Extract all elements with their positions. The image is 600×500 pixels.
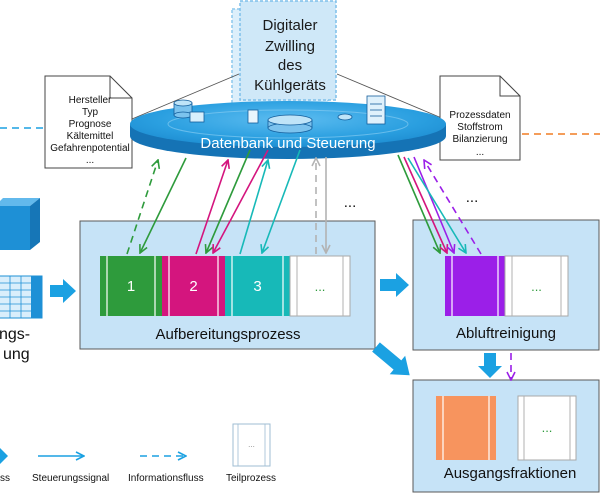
document-line: ... xyxy=(476,147,484,158)
exhaust-step-1 xyxy=(445,256,505,316)
subprocess-icon-dots: ... xyxy=(248,440,255,449)
document-line: Prozessdaten xyxy=(449,110,510,121)
document-line: Prognose xyxy=(69,119,112,130)
server-icon xyxy=(366,95,386,125)
material-cube-front xyxy=(0,206,30,250)
process-step-2 xyxy=(162,256,225,316)
information-arrow-step-2 xyxy=(195,160,228,255)
twin-connector-left xyxy=(131,73,240,120)
process-step-3 xyxy=(225,256,290,316)
subprocess-box-icon: ... xyxy=(232,423,271,467)
control-arrow-step-1b xyxy=(206,149,251,253)
control-arrow-exhaust-green xyxy=(397,154,440,253)
control-arrow-exhaust-purple xyxy=(413,156,454,253)
processing-box: 1 2 3 ... Aufbereitungsprozess xyxy=(79,220,376,350)
process-step-1 xyxy=(100,256,162,316)
output-fraction-1 xyxy=(436,396,496,460)
document-fold xyxy=(109,76,132,99)
legend-information-flow-label: Informationsfluss xyxy=(128,473,204,484)
document-line: ... xyxy=(86,155,94,166)
document-line: Stoffstrom xyxy=(457,122,502,133)
document-line: Bilanzierung xyxy=(452,134,507,145)
exhaust-step-more-label: ... xyxy=(531,279,542,294)
document-fold xyxy=(499,76,520,97)
twin-connector-right xyxy=(336,73,445,120)
process-data-document: Prozessdaten Stoffstrom Bilanzierung ... xyxy=(439,75,521,161)
material-flow-arrow-exhaust-down xyxy=(478,353,502,378)
disk-ring xyxy=(167,109,409,139)
control-arrow-step-3 xyxy=(262,149,301,253)
continuation-mark: ... xyxy=(344,194,357,211)
db-cylinder-small-icon xyxy=(173,99,193,119)
output-label: Ausgangsfraktionen xyxy=(444,465,577,482)
legend-material-flow-label: ss xyxy=(0,473,10,484)
document-line: Hersteller xyxy=(69,95,112,106)
input-label-line: ngs- xyxy=(0,326,30,343)
continuation-mark: ... xyxy=(466,189,479,206)
table-grid-icon xyxy=(0,275,43,319)
material-flow-arrow-to-exhaust xyxy=(380,273,409,297)
material-flow-arrow-to-outputs xyxy=(372,342,410,376)
digital-twin: Digitaler Zwilling des Kühlgeräts xyxy=(231,0,337,106)
twin-label-line: des xyxy=(278,57,302,74)
document-line: Typ xyxy=(82,107,99,118)
information-arrow-step-3 xyxy=(239,160,268,255)
control-arrow-exhaust-teal xyxy=(407,157,466,253)
output-fraction-more xyxy=(517,395,577,461)
database-label: Datenbank und Steuerung xyxy=(200,135,375,152)
process-step-more xyxy=(289,255,351,317)
control-arrow-step-1 xyxy=(140,157,187,253)
twin-label-line: Zwilling xyxy=(265,38,315,55)
twin-label-line: Kühlgeräts xyxy=(254,77,326,94)
database-disk: Datenbank und Steuerung xyxy=(130,95,446,159)
legend: ss Steuerungssignal Informationsfluss ..… xyxy=(0,423,276,484)
process-step-more-label: ... xyxy=(315,279,326,294)
db-cylinder-large-icon xyxy=(267,114,313,134)
output-fraction-more-label: ... xyxy=(542,420,553,435)
process-step-2-label: 2 xyxy=(189,278,197,295)
document-line: Gefahrenpotential xyxy=(50,143,130,154)
material-flow-arrow-input xyxy=(50,279,76,303)
small-disk-icon xyxy=(337,113,353,121)
document-small-icon xyxy=(247,109,259,124)
material-cube-side xyxy=(30,198,40,250)
legend-subprocess-label: Teilprozess xyxy=(226,473,276,484)
information-arrow-step-1 xyxy=(126,160,158,255)
exhaust-step-more xyxy=(504,255,569,317)
twin-label-line: Digitaler xyxy=(262,17,317,34)
device-info-document: Hersteller Typ Prognose Kältemittel Gefa… xyxy=(44,75,133,169)
output-fractions-box: ... Ausgangsfraktionen xyxy=(412,379,600,493)
process-step-1-label: 1 xyxy=(127,278,135,295)
document-line: Kältemittel xyxy=(67,131,114,142)
process-step-3-label: 3 xyxy=(253,278,261,295)
exhaust-label: Abluftreinigung xyxy=(456,325,556,342)
twin-card xyxy=(239,0,337,101)
exhaust-cleaning-box: ... Abluftreinigung xyxy=(412,219,600,351)
control-arrow-step-2 xyxy=(213,149,269,253)
legend-control-signal-label: Steuerungssignal xyxy=(32,473,109,484)
control-arrow-exhaust-magenta xyxy=(403,156,447,253)
information-arrow-exhaust xyxy=(424,160,482,255)
document-icon xyxy=(439,75,521,161)
material-cube-top xyxy=(0,198,40,206)
input-label-line: ung xyxy=(3,346,30,363)
input-material: ngs- ung xyxy=(0,198,43,363)
processing-label: Aufbereitungsprozess xyxy=(155,326,300,343)
fat-arrow-icon xyxy=(0,448,8,464)
monitor-icon xyxy=(189,111,205,123)
